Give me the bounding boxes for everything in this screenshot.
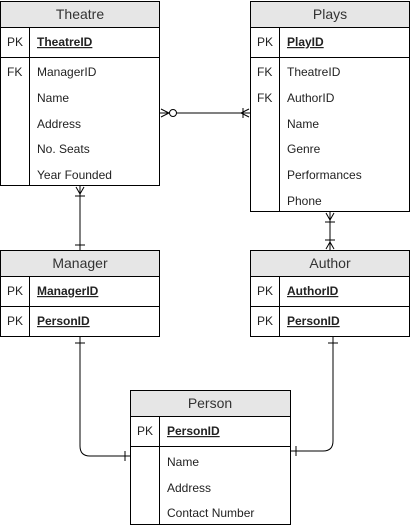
primary-key-field: PersonID xyxy=(37,314,90,328)
key-tag: PK xyxy=(257,35,273,49)
relationship-theatre-manager xyxy=(75,186,85,250)
entity-title: Person xyxy=(188,395,232,411)
relationship-manager-person xyxy=(75,337,130,461)
crow-foot-marker xyxy=(75,186,85,196)
primary-key-field: AuthorID xyxy=(287,284,339,298)
entity-header xyxy=(250,250,410,277)
key-tag: PK xyxy=(7,35,23,49)
key-tag: PK xyxy=(7,314,23,328)
attribute-field: Address xyxy=(167,481,211,495)
entity-title: Theatre xyxy=(56,6,104,22)
attribute-field: Contact Number xyxy=(167,506,254,520)
zero-marker xyxy=(169,109,177,117)
attribute-field: Phone xyxy=(287,194,322,208)
key-tag: PK xyxy=(7,284,23,298)
crow-foot-marker xyxy=(325,212,335,222)
relationship-lines xyxy=(75,108,338,461)
entity-body xyxy=(250,1,410,212)
crow-foot-marker xyxy=(325,240,335,250)
relationship-plays-author xyxy=(325,212,335,250)
entity-title: Author xyxy=(309,255,351,271)
key-tag: PK xyxy=(137,424,153,438)
attribute-field: TheatreID xyxy=(287,65,341,79)
attribute-field: Name xyxy=(167,455,199,469)
attribute-field: Year Founded xyxy=(37,168,112,182)
key-tag: PK xyxy=(257,314,273,328)
primary-key-field: PlayID xyxy=(287,35,324,49)
attribute-field: ManagerID xyxy=(37,65,97,79)
primary-key-field: TheatreID xyxy=(37,35,93,49)
attribute-field: Performances xyxy=(287,168,362,182)
entity-header xyxy=(250,1,410,28)
entity-plays[interactable]: Plays PK PlayID FK TheatreID FK AuthorID… xyxy=(250,1,410,212)
primary-key-field: PersonID xyxy=(287,314,340,328)
key-tag: PK xyxy=(257,284,273,298)
attribute-tag: FK xyxy=(257,91,272,105)
relationship-theatre-plays xyxy=(160,108,250,118)
attribute-field: Address xyxy=(37,117,81,131)
entity-body xyxy=(0,1,160,186)
entity-author[interactable]: Author PK AuthorID PK PersonID xyxy=(250,250,410,337)
primary-key-field: ManagerID xyxy=(37,284,99,298)
entity-header xyxy=(0,250,160,277)
entity-title: Plays xyxy=(313,6,347,22)
crow-foot-marker xyxy=(239,108,250,118)
relationship-author-person xyxy=(291,337,338,456)
entity-title: Manager xyxy=(52,255,108,271)
attribute-field: No. Seats xyxy=(37,142,90,156)
attribute-field: Name xyxy=(287,117,319,131)
primary-key-field: PersonID xyxy=(167,424,220,438)
attribute-field: AuthorID xyxy=(287,91,335,105)
entity-person[interactable]: Person PK PersonID Name Address Contact … xyxy=(130,390,291,525)
entity-header xyxy=(130,390,291,417)
entity-theatre[interactable]: Theatre PK TheatreID FK ManagerID Name A… xyxy=(0,1,160,186)
attribute-field: Genre xyxy=(287,142,321,156)
attribute-tag: FK xyxy=(257,65,272,79)
entity-manager[interactable]: Manager PK ManagerID PK PersonID xyxy=(0,250,160,337)
entity-header xyxy=(0,1,160,28)
attribute-tag: FK xyxy=(7,65,22,79)
attribute-field: Name xyxy=(37,91,69,105)
